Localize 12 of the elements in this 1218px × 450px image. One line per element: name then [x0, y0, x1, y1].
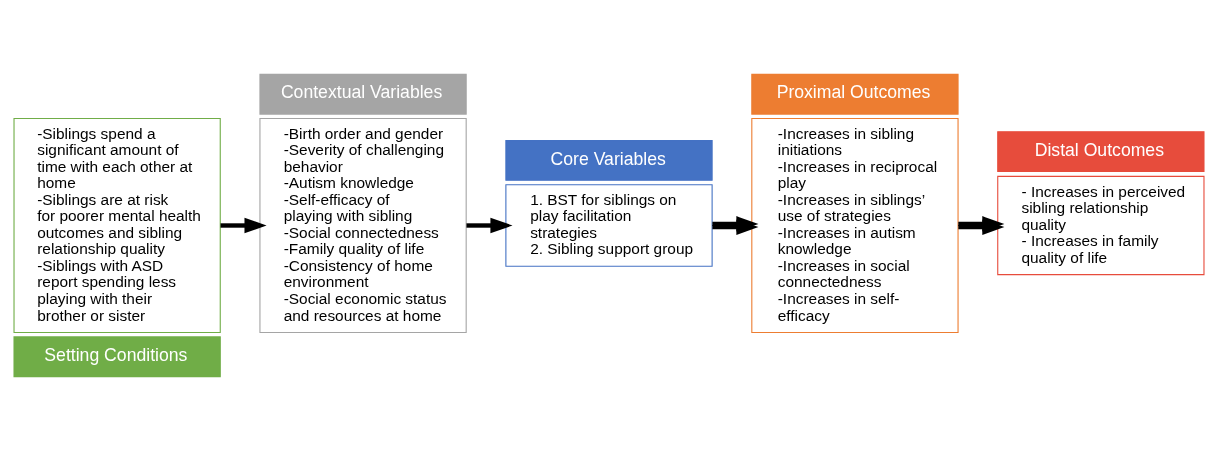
node-box: Proximal Outcomes — [751, 73, 959, 115]
node-box: -Birth order and gender -Severity of challenging behavior -Autism knowledge -Self-efficacy of playing with sibling -Social connectedness -Family quality of life -Consistency of home environment -Social economic status and resources at home — [259, 117, 467, 333]
node-box: Contextual Variables — [259, 73, 467, 115]
arrow — [466, 217, 513, 233]
node-box: -Increases in sibling initiations -Increases in reciprocal play -Increases in siblings’ use of strategies -Increases in autism knowledge -Increases in social connectedness -Increases in self-efficacy — [751, 117, 959, 333]
node-box: Setting Conditions — [13, 335, 221, 377]
arrow — [220, 217, 267, 233]
node-box: Distal Outcomes — [997, 130, 1205, 172]
node-box: - Increases in perceived sibling relationship quality - Increases in family quality of life — [997, 175, 1205, 275]
node-box: 1. BST for siblings on play facilitation strategies 2. Sibling support group — [505, 183, 713, 267]
node-box: -Siblings spend a significant amount of time with each other at home -Siblings are at risk for poorer mental health outcomes and sibling relationship quality -Siblings with ASD report spending less playing with their brother or sister — [13, 117, 221, 333]
node-box: Core Variables — [505, 139, 713, 181]
